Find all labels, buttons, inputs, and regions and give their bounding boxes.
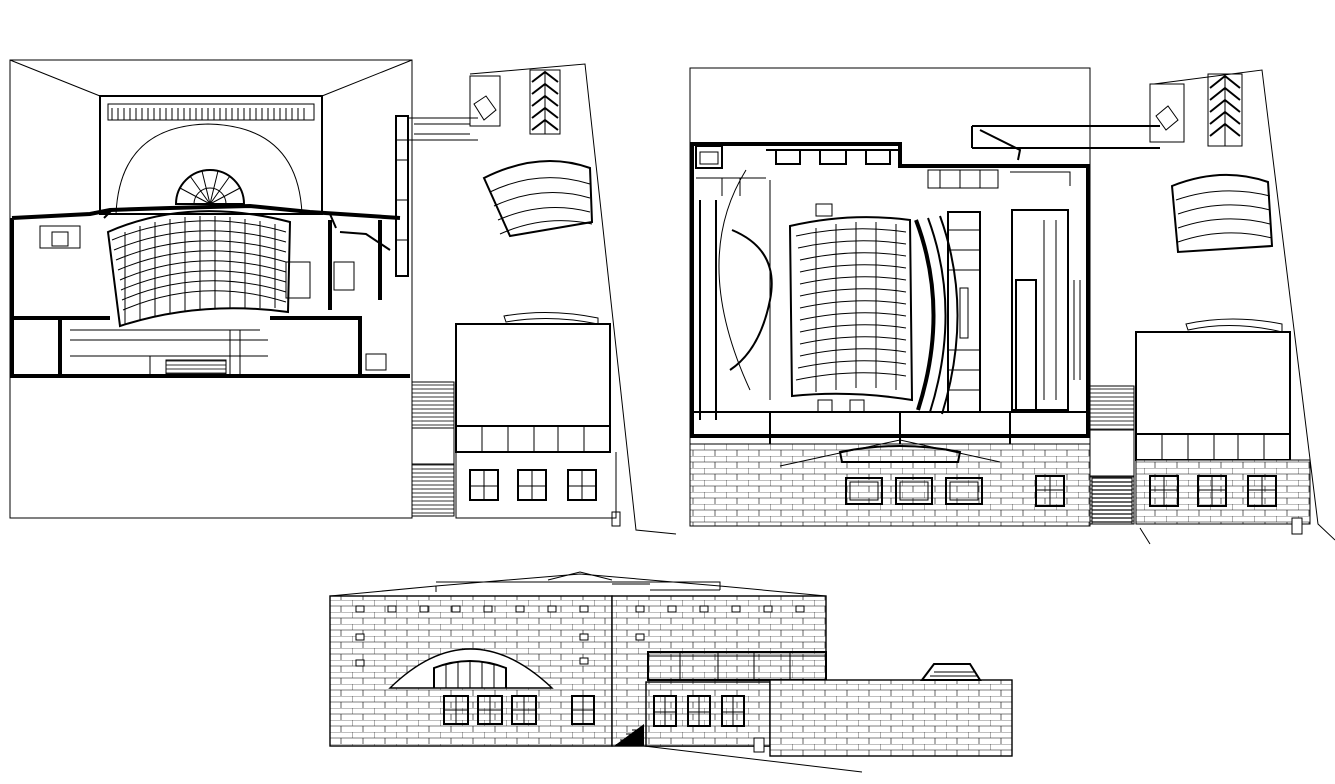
low-wing [769,679,1013,757]
proscenium-arch [115,123,303,215]
section-left-frame [9,59,413,519]
ground-line [330,745,863,773]
annex-right [1135,69,1335,545]
brick-base-windows-right [845,475,1065,507]
rose-window [174,169,246,205]
front-elevation [329,571,1013,773]
auditorium-seating [106,210,292,328]
annex-left [455,63,677,535]
small-openings [355,605,805,667]
arched-window [388,648,554,689]
perspective-lines [9,59,413,97]
roof-outline [329,573,827,597]
section-right [689,67,1160,527]
bridge-link [408,117,478,141]
brick-base-right [689,443,1091,527]
annex-left-windows [469,469,597,501]
stage-house [99,95,323,215]
stairs-left-room [165,359,227,375]
auditorium-seating-right [788,216,914,402]
section-left [9,59,478,519]
annex-right-windows [1149,475,1277,507]
right-block-windows [653,695,745,727]
main-block-windows [443,695,595,725]
section-cut-walls [10,203,410,378]
